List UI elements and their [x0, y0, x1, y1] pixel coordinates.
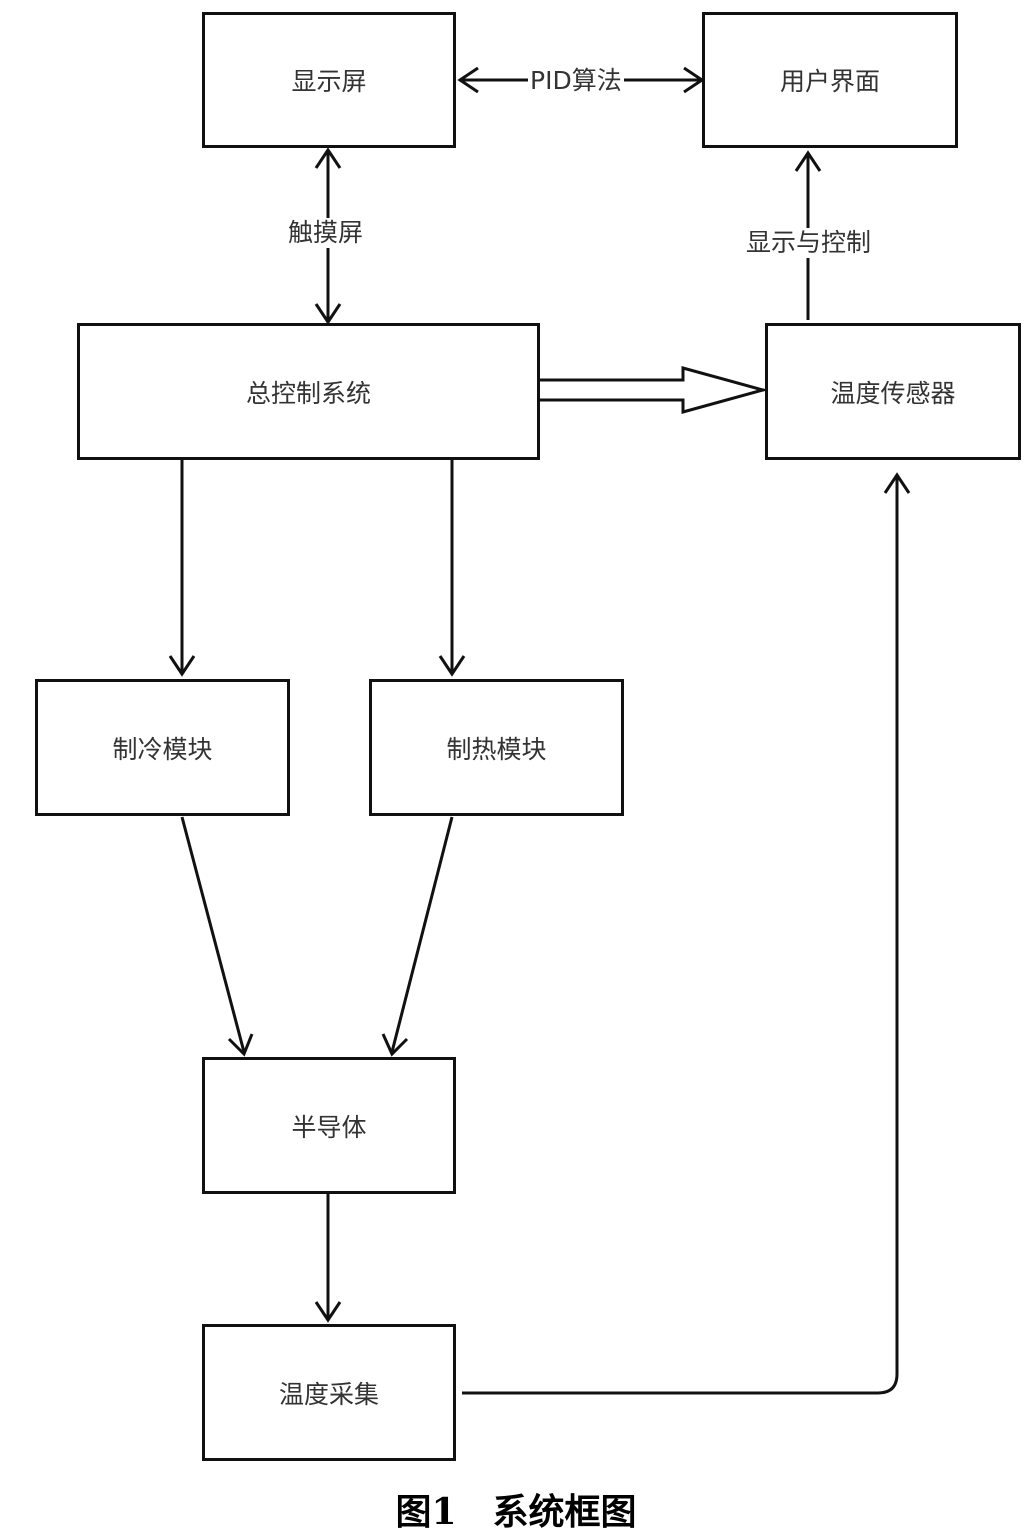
node-ui: 用户界面 [702, 12, 958, 148]
figure-caption: 图1 系统框图 [395, 1491, 637, 1533]
node-cooling-label: 制冷模块 [112, 734, 213, 764]
edge-controller-heating [438, 460, 466, 677]
node-ui-label: 用户界面 [779, 67, 880, 96]
edge-label-display-control: 显示与控制 [744, 228, 874, 258]
edge-semiconductor-collect [314, 1194, 342, 1323]
node-display-label: 显示屏 [291, 67, 367, 96]
edge-cooling-semiconductor [180, 816, 254, 1057]
node-heating: 制热模块 [369, 679, 624, 816]
edge-controller-cooling [168, 460, 196, 677]
edge-label-pid: PID算法 [528, 66, 624, 96]
node-cooling: 制冷模块 [35, 679, 290, 816]
node-temp-sensor: 温度传感器 [765, 323, 1021, 460]
node-temp-sensor-label: 温度传感器 [830, 378, 956, 408]
node-heating-label: 制热模块 [446, 734, 547, 764]
edge-collect-sensor [462, 472, 911, 1395]
node-controller: 总控制系统 [77, 323, 540, 460]
node-temp-collect: 温度采集 [202, 1324, 456, 1461]
node-temp-collect-label: 温度采集 [278, 1379, 379, 1409]
node-semiconductor: 半导体 [202, 1057, 456, 1194]
edge-controller-sensor [540, 366, 769, 414]
edge-label-touchscreen: 触摸屏 [286, 218, 366, 248]
node-display: 显示屏 [202, 12, 456, 148]
node-semiconductor-label: 半导体 [291, 1112, 367, 1142]
node-controller-label: 总控制系统 [245, 378, 371, 408]
edge-heating-semiconductor [381, 816, 454, 1057]
